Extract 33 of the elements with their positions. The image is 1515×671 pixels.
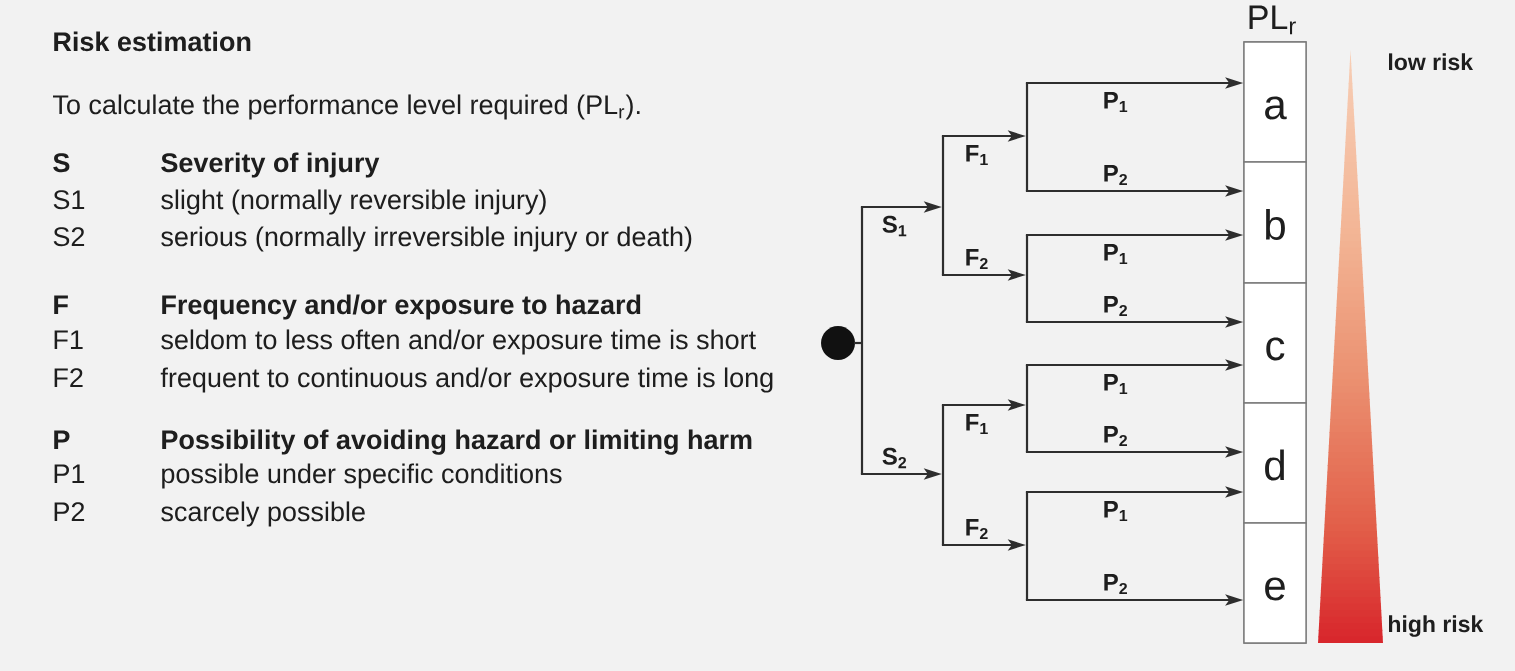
branch-line	[1025, 365, 1029, 452]
symbol-label: P	[54, 430, 70, 449]
symbol-label: S1	[53, 190, 85, 210]
level-cell: d	[1243, 402, 1307, 524]
level-cell: e	[1243, 522, 1307, 644]
symbol-label: F	[54, 295, 68, 314]
level-cell: a	[1243, 41, 1307, 163]
title: Risk estimation	[54, 31, 251, 52]
description-text: serious (normally irreversible injury or death)	[161, 226, 692, 252]
level-cell: b	[1243, 161, 1307, 284]
description-text: seldom to less often and/or exposure time is short	[161, 329, 756, 355]
symbol-label: S2	[53, 227, 85, 247]
scale-label: high risk	[1389, 615, 1484, 637]
category-heading: Frequency and/or exposure to hazard	[162, 294, 641, 320]
level-cell: c	[1243, 282, 1307, 404]
symbol-label: P2	[54, 502, 85, 521]
branch-line	[860, 207, 864, 474]
symbol-label: S	[53, 153, 70, 173]
branch-line	[1025, 235, 1029, 322]
description-text: possible under specific conditions	[162, 463, 562, 489]
symbol-label: P1	[54, 464, 85, 483]
description-text: slight (normally reversible injury)	[161, 189, 546, 215]
category-heading: Severity of injury	[161, 152, 380, 178]
connector-line	[853, 341, 862, 345]
intro-text: To calculate the performance level required (PL$_{r}$).	[53, 94, 640, 120]
description-text: frequent to continuous and/or exposure time is long	[160, 367, 773, 393]
column-heading: PL$_{r}$	[1249, 5, 1296, 35]
scale-label: low risk	[1389, 53, 1474, 71]
description-text: scarcely possible	[161, 501, 365, 527]
category-heading: Possibility of avoiding hazard or limiting harm	[162, 429, 752, 455]
start-dot	[821, 326, 855, 360]
symbol-label: F1	[54, 330, 83, 349]
symbol-label: F2	[54, 368, 83, 387]
